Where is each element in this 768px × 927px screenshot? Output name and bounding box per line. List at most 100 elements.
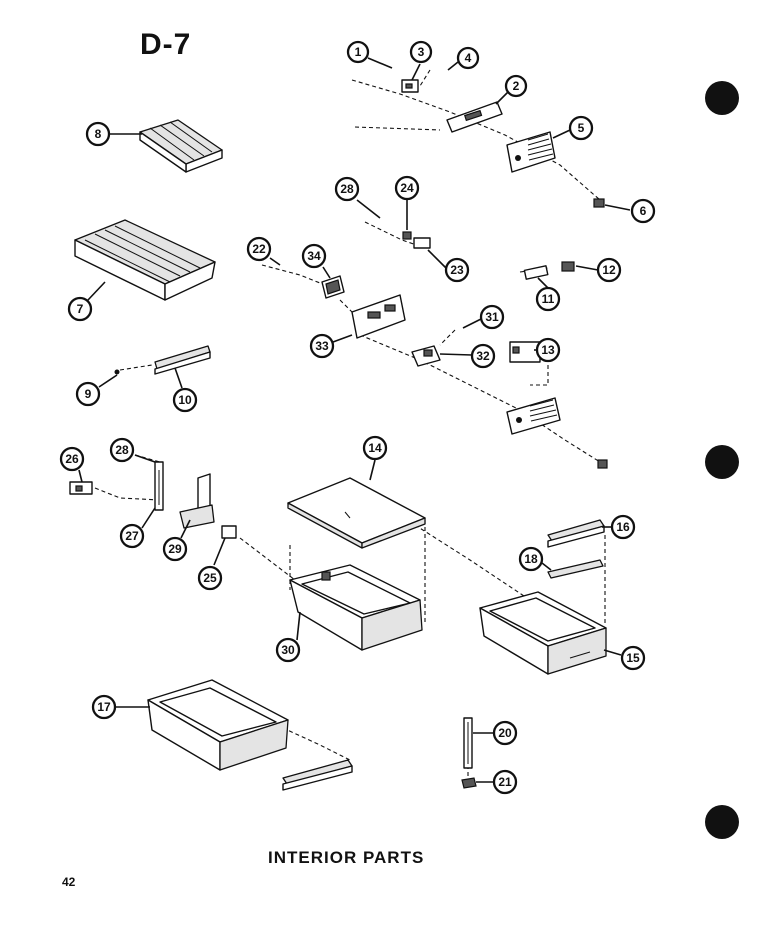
drawer-bracket-part (179, 473, 215, 529)
callout-27: 27 (119, 523, 145, 549)
binder-hole (705, 805, 739, 839)
shelf-rail-part (154, 345, 211, 375)
callout-21: 21 (492, 769, 518, 795)
callout-13: 13 (535, 337, 561, 363)
lens-part (321, 275, 345, 299)
callout-32: 32 (470, 343, 496, 369)
knob-part-lower (597, 459, 608, 469)
svg-text:21: 21 (498, 775, 512, 789)
svg-text:17: 17 (97, 700, 111, 714)
callout-31: 31 (479, 304, 505, 330)
callout-16: 16 (610, 514, 636, 540)
callout-10: 10 (172, 387, 198, 413)
page-number: 42 (62, 875, 76, 889)
drawer-slide-part (282, 759, 353, 791)
callout-15: 15 (620, 645, 646, 671)
meat-drawer-part (479, 591, 607, 675)
callout-1: 1 (346, 40, 370, 64)
svg-text:18: 18 (524, 552, 538, 566)
callout-28b: 28 (109, 437, 135, 463)
drawer-rail-part-2 (547, 559, 604, 579)
support-bracket-part (154, 461, 164, 511)
svg-text:15: 15 (626, 651, 640, 665)
control-plate-part (446, 101, 503, 133)
svg-text:7: 7 (77, 302, 84, 316)
svg-text:1: 1 (355, 45, 362, 59)
control-housing-part (506, 131, 556, 173)
callout-30: 30 (275, 637, 301, 663)
callout-6: 6 (630, 198, 656, 224)
callout-8: 8 (85, 121, 111, 147)
svg-text:26: 26 (65, 452, 79, 466)
svg-text:29: 29 (168, 542, 182, 556)
callout-23: 23 (444, 257, 470, 283)
ice-tray-part (139, 119, 223, 173)
callout-24: 24 (394, 175, 420, 201)
svg-text:13: 13 (541, 343, 555, 357)
mounting-plate-part (351, 294, 406, 339)
svg-text:28: 28 (340, 182, 354, 196)
callout-7: 7 (67, 296, 93, 322)
callout-18: 18 (518, 546, 544, 572)
screw-part (114, 369, 120, 375)
callout-12: 12 (596, 257, 622, 283)
callout-14: 14 (362, 435, 388, 461)
binder-hole (705, 445, 739, 479)
callout-3: 3 (409, 40, 433, 64)
callout-2: 2 (504, 74, 528, 98)
callout-20: 20 (492, 720, 518, 746)
callout-9: 9 (75, 381, 101, 407)
cover-part (509, 341, 541, 363)
callout-25: 25 (197, 565, 223, 591)
svg-text:11: 11 (542, 292, 555, 306)
callout-26: 26 (59, 446, 85, 472)
svg-text:5: 5 (578, 121, 585, 135)
svg-text:14: 14 (368, 441, 382, 455)
foot-part (461, 777, 477, 789)
svg-text:9: 9 (85, 387, 92, 401)
svg-text:24: 24 (400, 181, 414, 195)
hinge-clip-part (69, 481, 93, 495)
drawer-rail-part (547, 519, 605, 548)
thermostat-part (411, 345, 441, 367)
lamp-part (523, 265, 549, 280)
callout-29: 29 (162, 536, 188, 562)
svg-text:6: 6 (640, 204, 647, 218)
clip-part (402, 231, 412, 240)
drawer-clip-part (221, 525, 237, 539)
svg-text:22: 22 (252, 242, 266, 256)
callout-4: 4 (456, 46, 480, 70)
vegetable-drawer-part (147, 679, 289, 771)
svg-text:12: 12 (602, 263, 616, 277)
svg-text:4: 4 (465, 51, 472, 65)
svg-text:25: 25 (203, 571, 217, 585)
lamp-socket-part (561, 261, 575, 272)
ice-bin-part (74, 219, 216, 301)
svg-text:10: 10 (178, 393, 192, 407)
svg-text:20: 20 (498, 726, 512, 740)
control-housing-lower (506, 397, 561, 435)
switch-part (413, 237, 431, 249)
svg-text:2: 2 (513, 79, 520, 93)
callout-28a: 28 (334, 176, 360, 202)
support-post-part (463, 717, 473, 769)
callout-5: 5 (568, 115, 594, 141)
crisper-drawer-part (289, 564, 423, 651)
svg-text:32: 32 (476, 349, 490, 363)
crisper-cover-part (287, 477, 426, 549)
svg-text:30: 30 (281, 643, 295, 657)
knob-part (593, 198, 605, 208)
svg-text:33: 33 (315, 339, 329, 353)
page-code: D-7 (140, 28, 192, 61)
bracket-part (401, 79, 419, 93)
svg-text:28: 28 (115, 443, 129, 457)
diagram-caption: INTERIOR PARTS (268, 848, 425, 867)
callout-17: 17 (91, 694, 117, 720)
callout-11: 11 (535, 286, 561, 312)
leader-lines (78, 57, 631, 783)
callout-34: 34 (301, 243, 327, 269)
svg-text:34: 34 (307, 249, 321, 263)
svg-text:3: 3 (418, 45, 425, 59)
